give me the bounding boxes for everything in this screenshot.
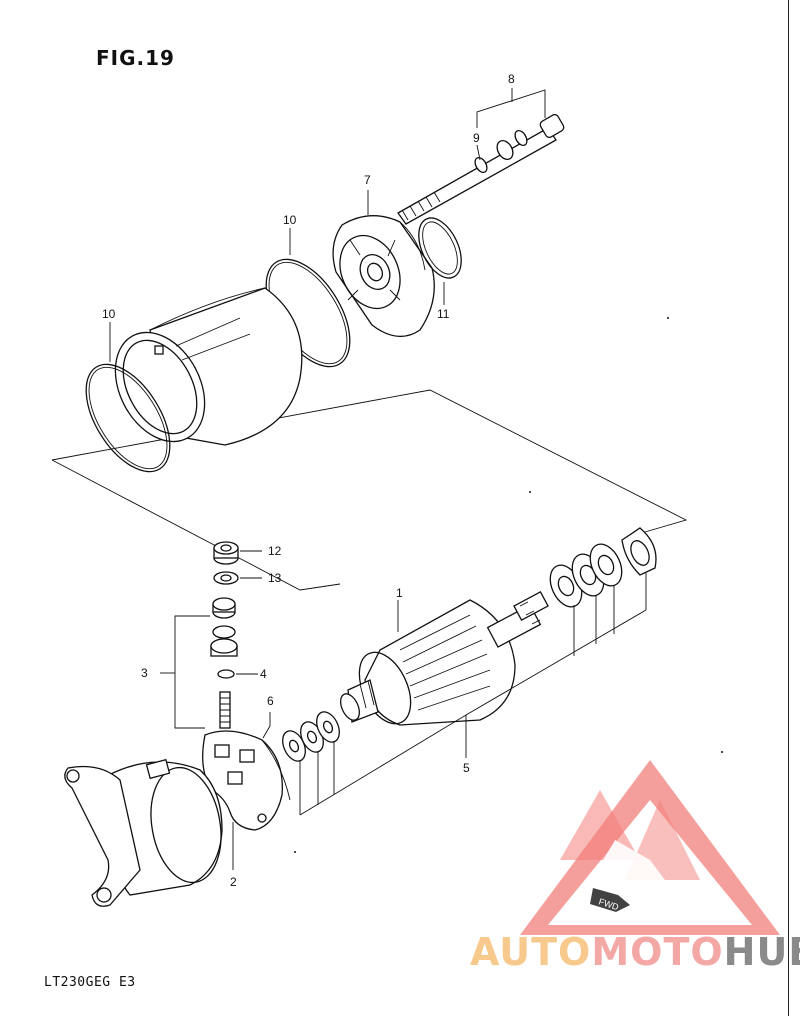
through-bolt [397, 114, 565, 225]
nut [213, 541, 239, 565]
washer-13 [213, 571, 239, 585]
callout-9: 9 [473, 131, 480, 145]
callout-10-lower: 10 [102, 307, 116, 321]
end-cover [332, 215, 435, 337]
leader-9 [476, 144, 481, 161]
leader-8 [476, 89, 546, 128]
gasket-ring-lower [85, 363, 171, 473]
model-code: LT230GEG E3 [44, 975, 136, 990]
leader-6 [262, 712, 271, 739]
upper-group-frame-bottom [51, 459, 341, 591]
shim-washers-front [282, 711, 340, 762]
callout-1: 1 [396, 586, 403, 600]
watermark-logo: FWD [520, 760, 780, 935]
callout-10-upper: 10 [283, 213, 297, 227]
page-border [788, 0, 789, 1016]
callout-4: 4 [260, 667, 267, 681]
watermark-moto: MOTO [591, 930, 724, 974]
leader-3 [174, 615, 210, 729]
terminal-insulator-kit [210, 597, 238, 657]
watermark-brand-text: AUTOMOTOHUB [470, 930, 800, 974]
callout-3: 3 [141, 666, 148, 680]
starter-housing [114, 287, 303, 446]
callout-11: 11 [437, 307, 450, 321]
callout-13: 13 [268, 571, 282, 585]
callout-12: 12 [268, 544, 282, 558]
callout-5: 5 [463, 761, 470, 775]
watermark-auto: AUTO [470, 930, 592, 974]
callout-2: 2 [230, 875, 237, 889]
small-washer [217, 669, 235, 679]
shim-washers-rear [549, 527, 657, 608]
front-housing [64, 758, 223, 907]
figure-title: FIG.19 [96, 46, 175, 70]
watermark-hub: HUB [723, 930, 800, 974]
callout-6: 6 [267, 694, 274, 708]
o-ring [418, 217, 462, 279]
armature [339, 591, 549, 726]
callout-8: 8 [508, 72, 515, 86]
callout-7: 7 [364, 173, 371, 187]
